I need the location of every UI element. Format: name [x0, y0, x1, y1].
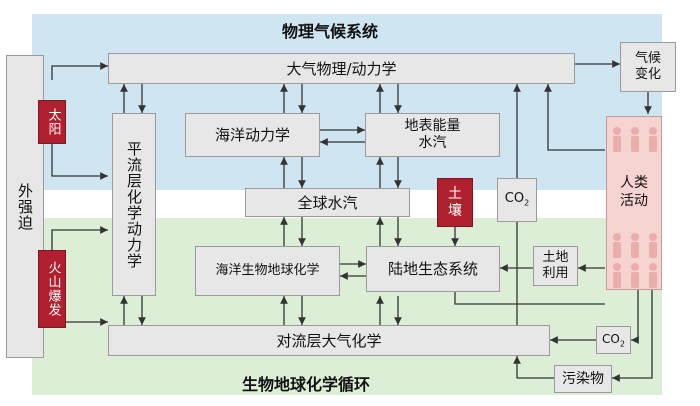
land-energy-line1: 地表能量	[404, 118, 461, 135]
ocean-dynamics-label: 海洋动力学	[214, 126, 290, 144]
co2-top-label: CO2	[505, 191, 529, 208]
person-icon	[613, 263, 621, 288]
co2-bottom-subscript: 2	[619, 338, 625, 348]
sun-box: 太阳	[38, 100, 66, 144]
soil-box: 土 壤	[437, 178, 473, 227]
climate-change-line2: 变化	[634, 67, 661, 82]
human-activity-line2: 活动	[620, 192, 648, 209]
people-icon	[613, 127, 657, 288]
ocean-biogeochemistry-box: 海洋生物地球化学	[195, 246, 340, 296]
ocean-biogeochemistry-label: 海洋生物地球化学	[215, 263, 320, 279]
atmosphere-physics-box: 大气物理/动力学	[108, 53, 575, 84]
troposphere-chemistry-box: 对流层大气化学	[108, 325, 550, 356]
land-ecosystem-box: 陆地生态系统	[366, 246, 500, 292]
co2-bottom-text: CO	[602, 331, 620, 346]
person-icon	[649, 233, 657, 258]
co2-bottom-box: CO2	[596, 326, 631, 354]
co2-bottom-label: CO2	[602, 332, 625, 349]
person-icon	[631, 263, 639, 288]
global-water-box: 全球水汽	[245, 188, 410, 217]
external-forcing-label: 外强迫	[16, 182, 34, 231]
pollutants-label: 污染物	[562, 370, 604, 387]
soil-line1: 土	[448, 186, 462, 203]
human-activity-label: 人类 活动	[607, 175, 661, 210]
co2-top-subscript: 2	[524, 199, 530, 208]
person-icon	[613, 127, 621, 152]
biogeochemical-title: 生物地球化学循环	[242, 375, 371, 394]
troposphere-chemistry-label: 对流层大气化学	[276, 331, 382, 350]
land-energy-line2: 水汽	[418, 135, 447, 151]
land-energy-box: 地表能量 水汽	[365, 113, 500, 157]
land-ecosystem-label: 陆地生态系统	[387, 260, 478, 278]
co2-top-text: CO	[504, 191, 525, 207]
human-activity-line1: 人类	[620, 175, 648, 191]
person-icon	[649, 127, 657, 152]
climate-change-line1: 气候	[634, 51, 661, 67]
stratosphere-chemistry-label: 平流层化学动力学	[125, 140, 143, 269]
atmosphere-physics-label: 大气物理/动力学	[286, 59, 397, 78]
sun-label: 太阳	[45, 108, 61, 136]
ocean-dynamics-box: 海洋动力学	[185, 113, 320, 157]
land-use-box: 土地 利用	[533, 246, 578, 286]
climate-change-box: 气候 变化	[620, 42, 676, 92]
person-icon	[631, 127, 639, 152]
co2-top-box: CO2	[497, 178, 537, 222]
volcano-box: 火山爆发	[38, 250, 66, 328]
land-use-line1: 土地	[542, 250, 569, 266]
human-activity-box: 人类 活动	[606, 116, 662, 290]
stratosphere-chemistry-box: 平流层化学动力学	[112, 113, 156, 296]
external-forcing-box: 外强迫	[6, 55, 44, 358]
person-icon	[649, 263, 657, 288]
land-use-line2: 利用	[542, 266, 569, 281]
person-icon	[613, 233, 621, 258]
volcano-label: 火山爆发	[45, 261, 61, 317]
soil-line2: 壤	[448, 202, 462, 219]
physical-climate-title: 物理气候系统	[282, 22, 379, 41]
person-icon	[631, 233, 639, 258]
pollutants-box: 污染物	[554, 365, 612, 393]
global-water-label: 全球水汽	[297, 193, 358, 212]
